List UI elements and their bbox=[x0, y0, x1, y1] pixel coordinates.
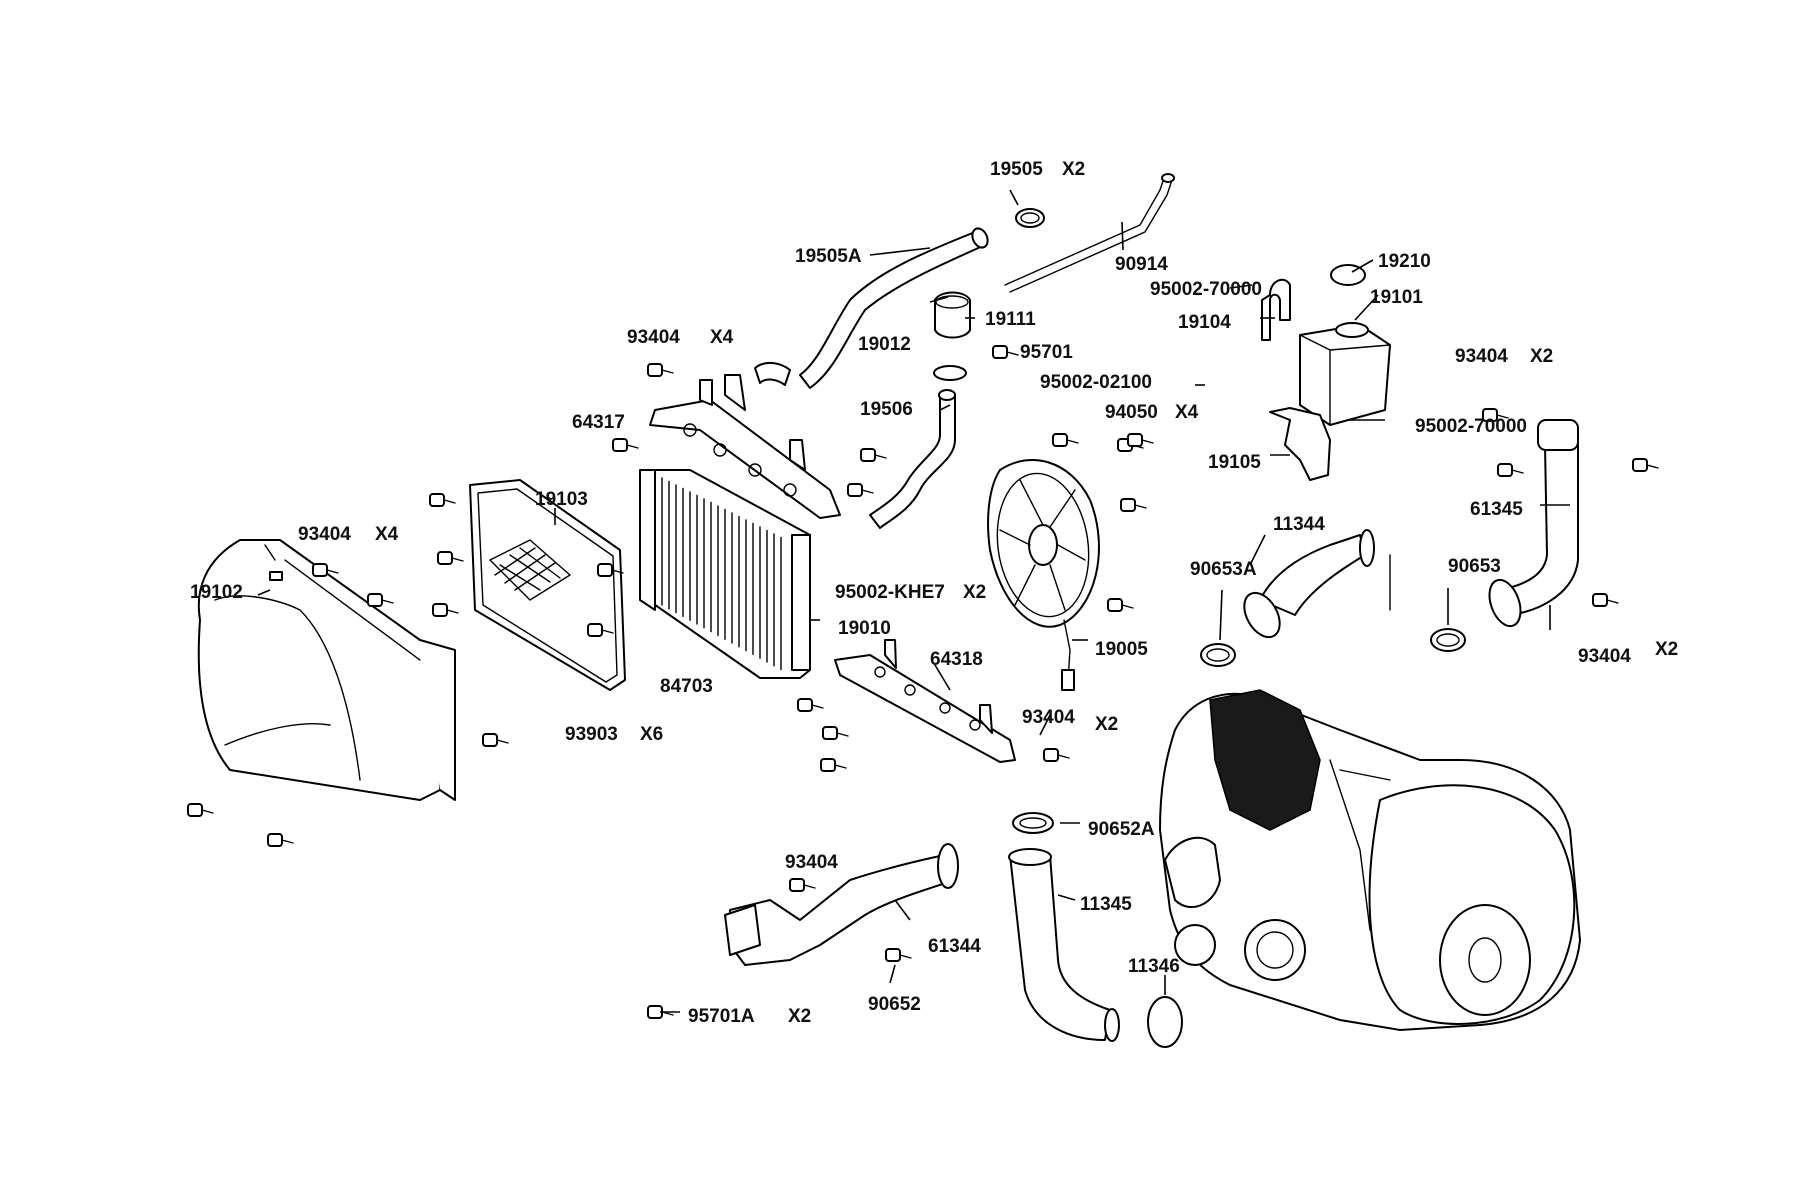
callout-61344: 61344 bbox=[928, 936, 981, 957]
callout-95701: 95701 bbox=[1020, 342, 1073, 363]
callout-19105: 19105 bbox=[1208, 452, 1261, 473]
hose-61345 bbox=[1488, 419, 1579, 628]
callout-19101: 19101 bbox=[1370, 287, 1423, 308]
callout-90653: 90653 bbox=[1448, 556, 1501, 577]
callout-90914: 90914 bbox=[1115, 254, 1168, 275]
callout-93903-qty: X6 bbox=[640, 724, 663, 745]
callout-11345: 11345 bbox=[1080, 894, 1132, 915]
callout-93404-f: 93404 bbox=[785, 852, 838, 873]
hose-19505A bbox=[754, 227, 989, 389]
bracket-64317 bbox=[649, 374, 841, 519]
callout-11344: 11344 bbox=[1273, 514, 1325, 535]
callout-93404-d-qty: X2 bbox=[1655, 639, 1678, 660]
clamp-19505 bbox=[1015, 208, 1045, 228]
radiator-19010 bbox=[639, 469, 811, 679]
callout-94050: 94050 bbox=[1105, 402, 1158, 423]
callout-19505A: 19505A bbox=[795, 246, 862, 267]
clamp-90653A bbox=[1200, 643, 1236, 667]
callout-93404-c-qty: X4 bbox=[375, 524, 399, 545]
bracket-64318 bbox=[834, 639, 1016, 763]
callout-95701A: 95701A bbox=[688, 1006, 755, 1027]
callout-84703: 84703 bbox=[660, 676, 713, 697]
seal-plate-19103 bbox=[469, 479, 626, 691]
clamp-90653 bbox=[1430, 628, 1466, 652]
callout-95002-KHE7-qty: X2 bbox=[963, 582, 986, 603]
callout-93404-b: 93404 bbox=[1455, 346, 1508, 367]
engine bbox=[1159, 689, 1581, 1031]
callout-19111: 19111 bbox=[985, 309, 1036, 330]
reservoir-19101 bbox=[1261, 264, 1391, 481]
callout-labels: 19505 X2 19505A 90914 19210 95002-70000 … bbox=[190, 159, 1678, 1027]
callout-94050-qty: X4 bbox=[1175, 402, 1199, 423]
callout-19103: 19103 bbox=[535, 489, 588, 510]
callout-19505: 19505 bbox=[990, 159, 1043, 180]
callout-19506: 19506 bbox=[860, 399, 913, 420]
callout-64318: 64318 bbox=[930, 649, 983, 670]
callout-95002-KHE7: 95002-KHE7 bbox=[835, 582, 945, 603]
clamp-90652A bbox=[1012, 812, 1054, 834]
callout-90652A: 90652A bbox=[1088, 819, 1155, 840]
ring-11346 bbox=[1147, 996, 1183, 1048]
fan-shroud-19102 bbox=[197, 539, 456, 801]
leader-lines bbox=[257, 189, 1570, 1013]
hose-11345 bbox=[1008, 848, 1120, 1042]
callout-11346: 11346 bbox=[1128, 956, 1180, 977]
callout-93404-a-qty: X4 bbox=[710, 327, 734, 348]
callout-19102: 19102 bbox=[190, 582, 243, 603]
callout-95002-70000-b: 95002-70000 bbox=[1415, 416, 1527, 437]
thermostat-19012 bbox=[933, 291, 971, 381]
callout-93404-e: 93404 bbox=[1022, 707, 1075, 728]
callout-19010: 19010 bbox=[838, 618, 891, 639]
callout-64317: 64317 bbox=[572, 412, 625, 433]
callout-61345: 61345 bbox=[1470, 499, 1523, 520]
callout-19210: 19210 bbox=[1378, 251, 1431, 272]
hose-19506 bbox=[869, 389, 956, 529]
duct-61344 bbox=[724, 843, 959, 966]
pipe-90914 bbox=[1004, 173, 1175, 293]
fasteners bbox=[187, 345, 1659, 1019]
callout-93404-c: 93404 bbox=[298, 524, 351, 545]
callout-19005: 19005 bbox=[1095, 639, 1148, 660]
callout-95002-70000-top: 95002-70000 bbox=[1150, 279, 1262, 300]
hose-11344 bbox=[1243, 529, 1391, 639]
callout-19012: 19012 bbox=[858, 334, 911, 355]
callout-93404-e-qty: X2 bbox=[1095, 714, 1118, 735]
callout-95701A-qty: X2 bbox=[788, 1006, 811, 1027]
callout-90652: 90652 bbox=[868, 994, 921, 1015]
callout-19104: 19104 bbox=[1178, 312, 1231, 333]
callout-95002-02100: 95002-02100 bbox=[1040, 372, 1152, 393]
callout-93903: 93903 bbox=[565, 724, 618, 745]
callout-93404-b-qty: X2 bbox=[1530, 346, 1553, 367]
callout-19505-qty: X2 bbox=[1062, 159, 1085, 180]
cooling-fan-19005 bbox=[987, 459, 1100, 691]
callout-90653A: 90653A bbox=[1190, 559, 1257, 580]
callout-93404-a: 93404 bbox=[627, 327, 680, 348]
callout-93404-d: 93404 bbox=[1578, 646, 1631, 667]
